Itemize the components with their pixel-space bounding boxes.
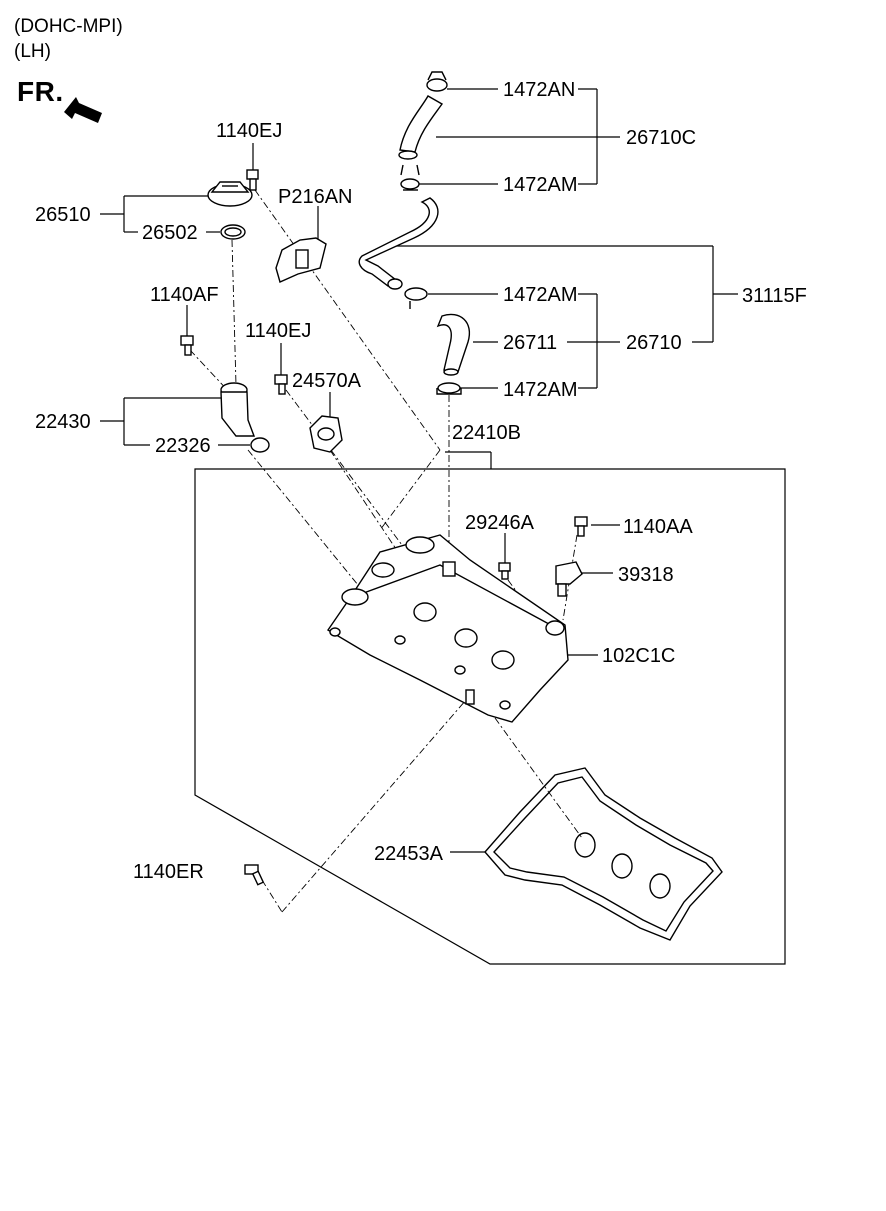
label-31115F: 31115F bbox=[742, 285, 807, 307]
label-22453A: 22453A bbox=[374, 843, 444, 865]
bolt-1140AA bbox=[574, 516, 588, 537]
cover-24570A bbox=[309, 415, 343, 453]
label-1472AM-top: 1472AM bbox=[503, 174, 578, 196]
rocker-cover-102C1C bbox=[326, 534, 569, 723]
bolt-29246A bbox=[498, 562, 511, 580]
label-26502: 26502 bbox=[142, 222, 198, 244]
bolt-1140EJ-mid bbox=[274, 374, 288, 395]
sensor-39318 bbox=[555, 561, 583, 597]
breather-hose-26711 bbox=[436, 313, 471, 376]
label-1472AM-low: 1472AM bbox=[503, 379, 578, 401]
label-26710C: 26710C bbox=[626, 127, 696, 149]
hose-clamp-1472AN bbox=[426, 71, 448, 92]
label-22326: 22326 bbox=[155, 435, 211, 457]
oil-filler-cap-26510 bbox=[207, 181, 253, 207]
label-102C1C: 102C1C bbox=[602, 645, 675, 667]
front-direction-label: FR. bbox=[17, 76, 64, 107]
label-22410B: 22410B bbox=[452, 422, 521, 444]
hose-clamp-1472AM-top bbox=[400, 178, 420, 191]
label-29246A: 29246A bbox=[465, 512, 535, 534]
label-1140AF: 1140AF bbox=[150, 284, 219, 306]
label-1140AA: 1140AA bbox=[623, 516, 693, 538]
label-1472AM-mid: 1472AM bbox=[503, 284, 578, 306]
label-1472AN: 1472AN bbox=[503, 79, 575, 101]
bolt-1140AF bbox=[180, 335, 194, 356]
label-1140ER: 1140ER bbox=[133, 861, 204, 883]
label-26710: 26710 bbox=[626, 332, 682, 354]
hose-clamp-1472AM-low bbox=[436, 382, 462, 395]
o-ring-22326 bbox=[250, 437, 270, 453]
bracket-P216AN bbox=[275, 237, 327, 283]
label-1140EJ-mid: 1140EJ bbox=[245, 320, 311, 342]
label-39318: 39318 bbox=[618, 564, 674, 586]
cover-gasket-22453A bbox=[484, 767, 723, 941]
breather-hose-26710C bbox=[398, 95, 444, 176]
front-arrow-icon bbox=[64, 97, 102, 123]
cap-gasket-26502 bbox=[220, 224, 246, 240]
label-1140EJ-top: 1140EJ bbox=[216, 120, 282, 142]
oil-filler-neck-22430 bbox=[220, 382, 256, 437]
side-label: (LH) bbox=[14, 41, 51, 62]
label-26711: 26711 bbox=[503, 332, 557, 354]
engine-type-label: (DOHC-MPI) bbox=[14, 16, 123, 37]
label-26510: 26510 bbox=[35, 204, 91, 226]
label-22430: 22430 bbox=[35, 411, 91, 433]
assembly-box bbox=[194, 468, 786, 965]
breather-pipe-31115F bbox=[358, 197, 439, 290]
bolt-1140ER bbox=[244, 864, 265, 886]
hose-clamp-1472AM-mid bbox=[404, 287, 428, 309]
label-24570A: 24570A bbox=[292, 370, 362, 392]
bolt-1140EJ-top bbox=[246, 169, 259, 191]
label-P216AN: P216AN bbox=[278, 186, 353, 208]
